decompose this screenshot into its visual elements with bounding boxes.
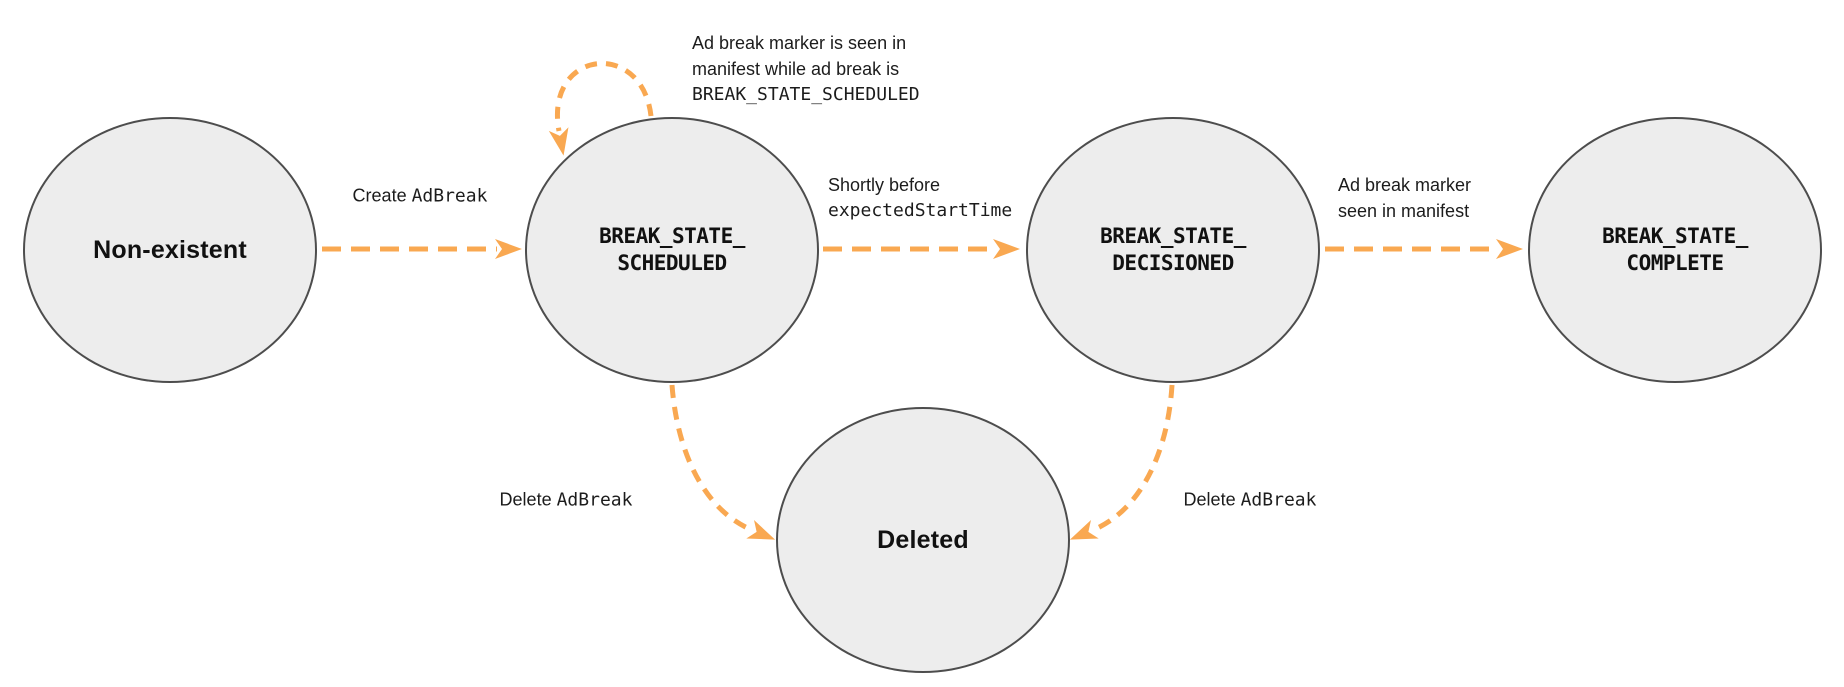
arrow-delete-adbreak-right <box>1069 384 1175 540</box>
state-label-line: BREAK_STATE_ <box>1602 224 1748 248</box>
state-label: BREAK_STATE_ COMPLETE <box>1602 223 1748 277</box>
state-non-existent: Non-existent <box>23 117 317 383</box>
arrow-delete-adbreak-left <box>669 384 776 540</box>
transition-label-delete-adbreak-right: Delete AdBreak <box>1184 487 1317 514</box>
transition-label-delete-adbreak-left: Delete AdBreak <box>500 487 633 514</box>
transition-label-shortly-before: Shortly before expectedStartTime <box>828 172 1012 224</box>
state-label-line: BREAK_STATE_ <box>599 224 745 248</box>
transition-label-text: seen in manifest <box>1338 201 1470 221</box>
transition-label-create-adbreak: Create AdBreak <box>353 183 488 210</box>
transition-label-code: AdBreak <box>1240 489 1317 511</box>
state-label: BREAK_STATE_ SCHEDULED <box>599 223 745 277</box>
transition-label-text: Shortly before <box>828 175 941 195</box>
state-break-state-scheduled: BREAK_STATE_ SCHEDULED <box>525 117 819 383</box>
state-label: BREAK_STATE_ DECISIONED <box>1100 223 1246 277</box>
transition-label-marker-seen: Ad break marker seen in manifest <box>1338 172 1471 224</box>
transition-label-text: Delete <box>1183 489 1241 510</box>
state-label-line: SCHEDULED <box>617 251 727 275</box>
transition-label-text: manifest while ad break is <box>692 59 900 79</box>
transition-label-code: expectedStartTime <box>828 200 1013 221</box>
arrow-self-loop-scheduled <box>548 60 654 156</box>
transition-label-text: Create <box>352 185 412 206</box>
transition-label-self-loop: Ad break marker is seen in manifest whil… <box>692 30 920 108</box>
state-deleted: Deleted <box>776 407 1070 673</box>
state-label-line: BREAK_STATE_ <box>1100 224 1246 248</box>
transition-label-text: Delete <box>499 489 557 510</box>
transition-label-code: AdBreak <box>411 185 488 207</box>
state-label: Non-existent <box>93 235 247 264</box>
state-break-state-decisioned: BREAK_STATE_ DECISIONED <box>1026 117 1320 383</box>
transition-label-text: Ad break marker <box>1338 175 1472 195</box>
state-break-state-complete: BREAK_STATE_ COMPLETE <box>1528 117 1822 383</box>
transition-label-code: BREAK_STATE_SCHEDULED <box>692 84 920 105</box>
state-label-line: COMPLETE <box>1626 251 1724 275</box>
transition-label-text: Ad break marker is seen in <box>692 33 907 53</box>
state-label: Deleted <box>877 525 969 554</box>
state-label-line: DECISIONED <box>1112 251 1234 275</box>
transition-label-code: AdBreak <box>556 489 633 511</box>
